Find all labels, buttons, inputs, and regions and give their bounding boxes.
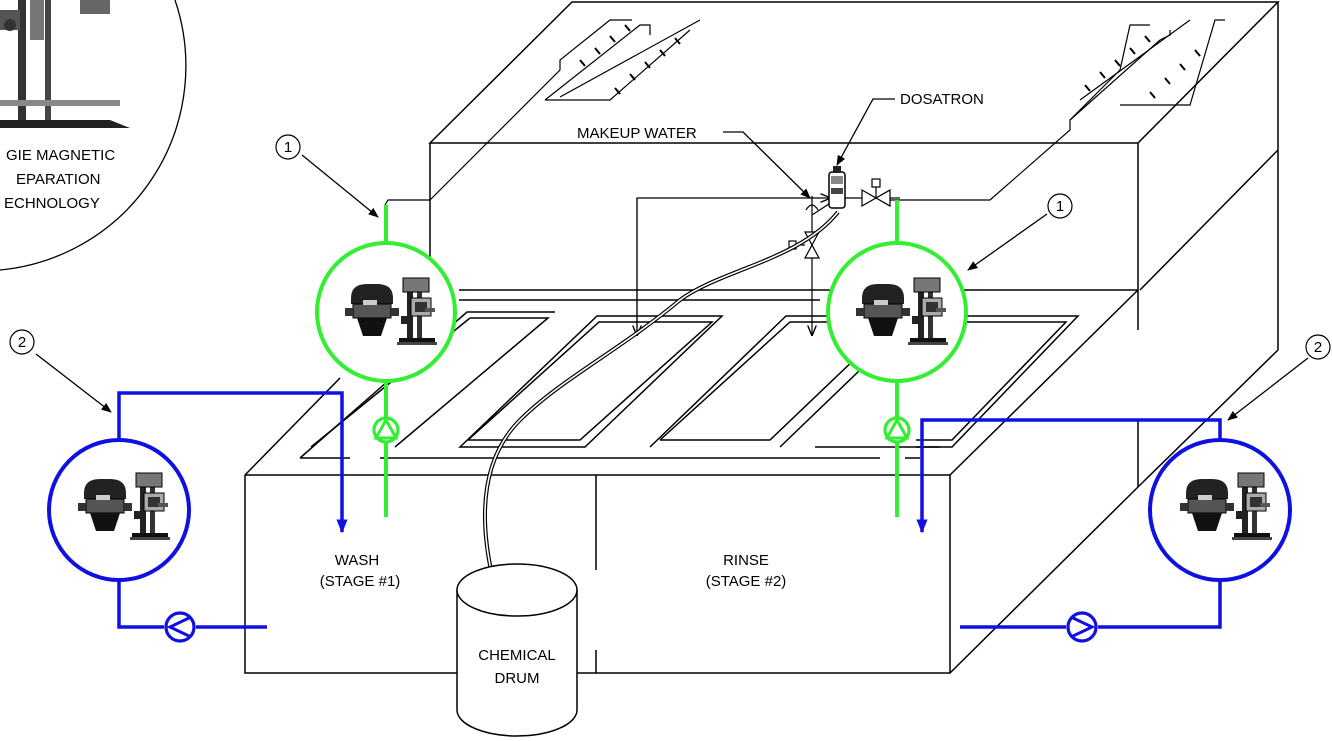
callout-1-right: 1	[1047, 193, 1073, 219]
svg-text:2: 2	[1314, 339, 1322, 356]
wash-label: WASH	[335, 552, 379, 569]
rinse-label: RINSE	[723, 552, 769, 569]
spray-manifold-right	[880, 19, 1225, 201]
callout-2-right: 2	[1305, 334, 1331, 360]
green-loop-left	[315, 205, 457, 517]
makeup-water-label: MAKEUP WATER	[577, 125, 697, 142]
dosatron-label: DOSATRON	[900, 91, 984, 108]
chemical-drum	[456, 563, 578, 737]
drum-label: DRUM	[495, 670, 540, 687]
callout-2-left: 2	[9, 329, 35, 355]
inset-title-line2: EPARATION	[16, 171, 100, 188]
leader-lines	[35, 98, 1309, 421]
inset-title-line3: ECHNOLOGY	[4, 195, 100, 212]
svg-text:1: 1	[284, 139, 292, 156]
svg-text:1: 1	[1056, 198, 1064, 215]
spray-manifold-left	[384, 19, 701, 206]
blue-loop-left	[47, 391, 348, 643]
blue-loop-right	[916, 418, 1292, 643]
inset-machine-image	[0, 0, 130, 128]
wash-stage-label: (STAGE #1)	[320, 573, 401, 590]
technology-inset: GIE MAGNETIC EPARATION ECHNOLOGY	[0, 0, 187, 271]
inset-title-line1: GIE MAGNETIC	[6, 147, 115, 164]
callout-1-left: 1	[275, 134, 301, 160]
chemical-hose	[483, 210, 840, 576]
green-loop-right	[826, 200, 968, 517]
rinse-stage-label: (STAGE #2)	[706, 573, 787, 590]
svg-text:2: 2	[18, 334, 26, 351]
chemical-label: CHEMICAL	[478, 647, 556, 664]
dosatron-unit	[828, 166, 846, 209]
makeup-water-piping	[637, 178, 900, 335]
